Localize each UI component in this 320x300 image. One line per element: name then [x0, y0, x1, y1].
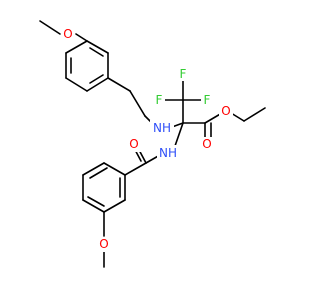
- atom-f-right: F: [204, 93, 211, 107]
- atom-f-left: F: [156, 93, 163, 107]
- atom-o-carbonyl: O: [202, 137, 211, 151]
- molecule-structure: O F F F NH NH O O O O: [39, 20, 266, 268]
- atom-nh-amine: NH: [153, 121, 171, 135]
- atom-o-bottom: O: [99, 237, 108, 251]
- atom-nh-amide: NH: [159, 146, 177, 160]
- atom-o-ester: O: [221, 104, 230, 118]
- atom-labels: O F F F NH NH O O O O: [61, 27, 233, 252]
- atom-o-top: O: [63, 27, 72, 41]
- atom-f-top: F: [180, 67, 187, 81]
- atom-o-amide: O: [129, 137, 138, 151]
- bond-lines: [39, 20, 266, 268]
